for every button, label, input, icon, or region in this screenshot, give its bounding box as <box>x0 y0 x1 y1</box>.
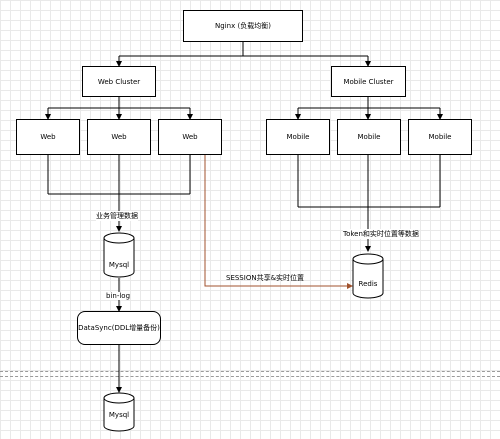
mysql-bottom-db: Mysql <box>103 392 135 432</box>
nginx-label: Nginx (负载均衡) <box>215 22 271 30</box>
redis-label: Redis <box>359 280 378 288</box>
web-box: Web <box>87 119 151 155</box>
mobile-box: Mobile <box>337 119 401 155</box>
web-box: Web <box>16 119 80 155</box>
web-label: Web <box>182 133 198 141</box>
mysql-top-db: Mysql <box>103 232 135 278</box>
page-divider <box>0 376 500 377</box>
redis-db: Redis <box>352 253 384 299</box>
mobile-label: Mobile <box>357 133 381 141</box>
session-label: SESSION共享&实时位置 <box>226 274 305 282</box>
datasync-box: DataSync(DDL增量备份) <box>77 311 161 345</box>
nginx-box: Nginx (负载均衡) <box>183 10 303 42</box>
mobile-cluster-box: Mobile Cluster <box>331 66 406 97</box>
mysql-top-label: Mysql <box>109 261 129 269</box>
web-cluster-label: Web Cluster <box>97 77 141 86</box>
business-data-label: 业务管理数据 <box>96 211 138 221</box>
mobile-label: Mobile <box>428 133 452 141</box>
mobile-box: Mobile <box>266 119 330 155</box>
datasync-label: DataSync(DDL增量备份) <box>78 324 160 332</box>
web-label: Web <box>111 133 127 141</box>
mobile-cluster-label: Mobile Cluster <box>343 77 394 86</box>
mysql-bottom-label: Mysql <box>109 411 129 419</box>
binlog-label: bin-log <box>106 292 131 300</box>
token-label: Token和实时位置等数据 <box>343 229 419 239</box>
edge-session <box>204 155 353 289</box>
web-box: Web <box>158 119 222 155</box>
web-label: Web <box>40 133 56 141</box>
mobile-box: Mobile <box>408 119 472 155</box>
mobile-label: Mobile <box>286 133 310 141</box>
web-cluster-box: Web Cluster <box>82 66 156 97</box>
page-divider <box>0 371 500 372</box>
